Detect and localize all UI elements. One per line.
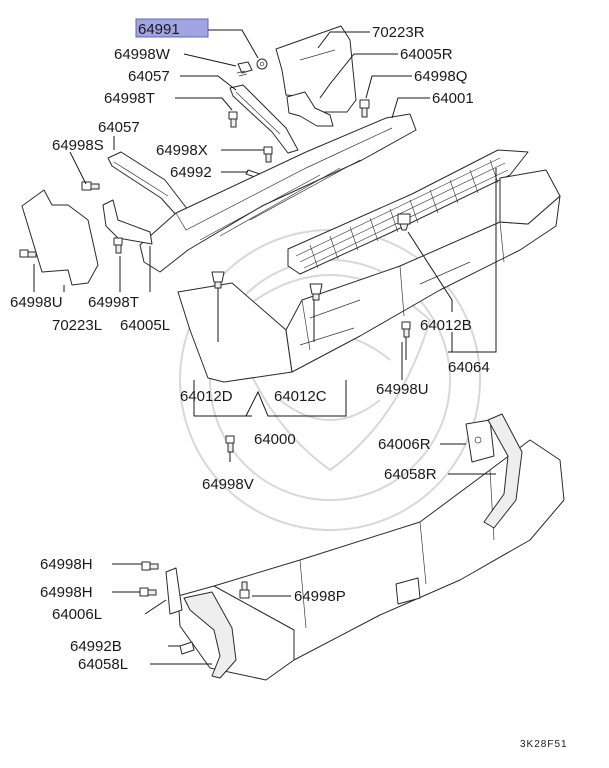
- callout-64992[interactable]: 64992: [170, 164, 212, 181]
- callout-64058l[interactable]: 64058L: [78, 656, 128, 673]
- callout-64998u-left[interactable]: 64998U: [10, 294, 63, 311]
- leader-lines: [33, 29, 497, 665]
- bolt-64998s-icon[interactable]: [81, 181, 100, 191]
- callout-64000[interactable]: 64000: [254, 431, 296, 448]
- part-bracket-64006r[interactable]: [465, 419, 495, 463]
- diagram-code: 3K28F51: [520, 739, 568, 750]
- bolt-64998q-icon[interactable]: [359, 99, 370, 118]
- callout-64001[interactable]: 64001: [432, 90, 474, 107]
- clip-64012d-icon[interactable]: [211, 271, 225, 289]
- callout-64992b[interactable]: 64992B: [70, 638, 122, 655]
- callout-64998h-upper[interactable]: 64998H: [40, 556, 93, 573]
- callout-64058r[interactable]: 64058R: [384, 466, 437, 483]
- callout-64057-upper[interactable]: 64057: [128, 68, 170, 85]
- part-mudflap-left[interactable]: [21, 189, 99, 286]
- highlight-box: [135, 18, 209, 38]
- part-bumper-upper-top[interactable]: [285, 195, 561, 373]
- bolt-64998u-left-icon[interactable]: [19, 249, 37, 258]
- callout-64998v[interactable]: 64998V: [202, 476, 254, 493]
- part-step-frame[interactable]: [139, 113, 417, 273]
- part-stay-64058l[interactable]: [183, 591, 237, 679]
- callout-64057-lower[interactable]: 64057: [98, 119, 140, 136]
- part-step-bracket-lower[interactable]: [107, 151, 189, 218]
- callout-64012d[interactable]: 64012D: [180, 388, 233, 405]
- callout-64005l[interactable]: 64005L: [120, 317, 170, 334]
- part-bumper-upper[interactable]: [177, 282, 293, 383]
- callout-labels: 64991 70223R 64998W 64005R 64057 64998Q …: [10, 21, 568, 750]
- bolt-64998w-icon[interactable]: [236, 61, 253, 77]
- callout-64012b[interactable]: 64012B: [420, 317, 472, 334]
- bolt-64998h-lower-icon[interactable]: [139, 587, 157, 597]
- callout-64012c[interactable]: 64012C: [274, 388, 327, 405]
- bolt-64998p-icon[interactable]: [239, 581, 250, 599]
- bolt-64998x-icon[interactable]: [263, 146, 273, 163]
- callout-64006r[interactable]: 64006R: [378, 436, 431, 453]
- callout-64006l[interactable]: 64006L: [52, 606, 102, 623]
- callout-64998t-lower[interactable]: 64998T: [88, 294, 139, 311]
- callout-64998s[interactable]: 64998S: [52, 137, 104, 154]
- callout-70223l[interactable]: 70223L: [52, 317, 102, 334]
- part-stay-64058r[interactable]: [483, 413, 523, 529]
- callout-64998x[interactable]: 64998X: [156, 142, 208, 159]
- callout-64998t-upper[interactable]: 64998T: [104, 90, 155, 107]
- callout-64998q[interactable]: 64998Q: [414, 68, 467, 85]
- callout-64998p[interactable]: 64998P: [294, 588, 346, 605]
- bolt-64998h-upper-icon[interactable]: [141, 561, 159, 571]
- part-bracket-64006l[interactable]: [165, 567, 183, 615]
- callout-64064[interactable]: 64064: [448, 359, 490, 376]
- step-pad-grid: [295, 157, 509, 269]
- screw-64992b-icon[interactable]: [179, 641, 195, 655]
- callout-64998u-lower[interactable]: 64998U: [376, 381, 429, 398]
- bolt-64998t-upper-icon[interactable]: [228, 111, 238, 128]
- part-bracket-right[interactable]: [286, 91, 334, 127]
- bolt-64998v-icon[interactable]: [225, 435, 235, 453]
- callout-64998h-lower[interactable]: 64998H: [40, 584, 93, 601]
- part-washer[interactable]: [256, 58, 268, 70]
- bolt-64998t-lower-icon[interactable]: [113, 237, 123, 254]
- clip-64012b-icon[interactable]: [397, 213, 411, 231]
- callout-64005r[interactable]: 64005R: [400, 46, 453, 63]
- callout-64991[interactable]: 64991: [138, 21, 180, 38]
- clip-64012c-icon[interactable]: [309, 283, 323, 301]
- callout-64998w[interactable]: 64998W: [114, 46, 171, 63]
- bolt-64998u-lower-icon[interactable]: [401, 321, 411, 338]
- callout-70223r[interactable]: 70223R: [372, 24, 425, 41]
- part-bracket-left[interactable]: [102, 199, 153, 245]
